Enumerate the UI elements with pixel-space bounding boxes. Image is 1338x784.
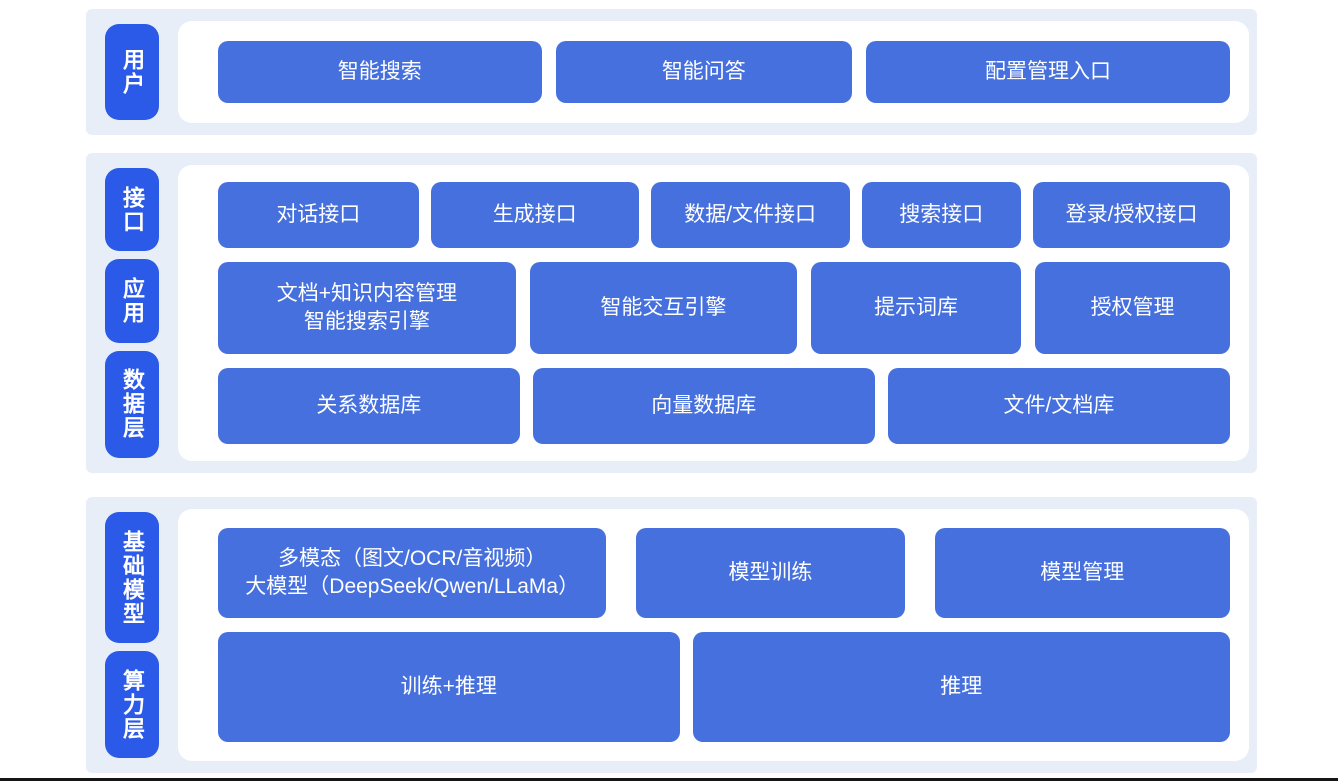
layer-label: 用户 — [105, 24, 159, 120]
layer-row: 智能搜索智能问答配置管理入口 — [218, 41, 1230, 103]
layer-label-column: 基础模型算力层 — [86, 497, 178, 773]
arch-box: 模型管理 — [934, 528, 1230, 618]
arch-box: 智能交互引擎 — [529, 262, 798, 354]
arch-box: 模型训练 — [636, 528, 905, 618]
layer-row: 对话接口生成接口数据/文件接口搜索接口登录/授权接口 — [218, 182, 1230, 248]
layer-row: 关系数据库向量数据库文件/文档库 — [218, 368, 1231, 444]
section-user-band: 用户智能搜索智能问答配置管理入口 — [86, 9, 1257, 135]
layer-row: 多模态（图文/OCR/音视频） 大模型（DeepSeek/Qwen/LLaMa）… — [218, 528, 1230, 618]
arch-box: 智能搜索 — [218, 41, 542, 103]
layer-panel: 对话接口生成接口数据/文件接口搜索接口登录/授权接口文档+知识内容管理 智能搜索… — [178, 165, 1249, 461]
layer-panel: 智能搜索智能问答配置管理入口 — [178, 21, 1249, 123]
layer-label: 接口 — [105, 168, 159, 252]
layer-label-column: 用户 — [86, 9, 178, 135]
arch-box: 向量数据库 — [532, 368, 875, 444]
arch-box: 训练+推理 — [218, 632, 680, 742]
section-middle-band: 接口应用数据层对话接口生成接口数据/文件接口搜索接口登录/授权接口文档+知识内容… — [86, 153, 1257, 473]
arch-box: 登录/授权接口 — [1033, 182, 1230, 248]
arch-box: 配置管理入口 — [866, 41, 1230, 103]
layer-row: 文档+知识内容管理 智能搜索引擎智能交互引擎提示词库授权管理 — [218, 262, 1230, 354]
layer-label-column: 接口应用数据层 — [86, 153, 178, 473]
arch-box: 搜索接口 — [861, 182, 1022, 248]
layer-panel: 多模态（图文/OCR/音视频） 大模型（DeepSeek/Qwen/LLaMa）… — [178, 509, 1249, 761]
arch-box: 智能问答 — [555, 41, 853, 103]
arch-box: 授权管理 — [1035, 262, 1230, 354]
layer-row: 训练+推理推理 — [218, 632, 1230, 742]
arch-box: 生成接口 — [430, 182, 639, 248]
section-foundation-band: 基础模型算力层多模态（图文/OCR/音视频） 大模型（DeepSeek/Qwen… — [86, 497, 1257, 773]
bottom-divider — [0, 778, 1338, 781]
layer-label: 基础模型 — [105, 512, 159, 643]
layer-label: 数据层 — [105, 350, 159, 458]
arch-box: 多模态（图文/OCR/音视频） 大模型（DeepSeek/Qwen/LLaMa） — [218, 528, 607, 618]
arch-box: 数据/文件接口 — [650, 182, 850, 248]
arch-box: 提示词库 — [811, 262, 1022, 354]
arch-box: 文档+知识内容管理 智能搜索引擎 — [218, 262, 516, 354]
arch-box: 关系数据库 — [218, 368, 520, 444]
layer-label: 算力层 — [105, 651, 159, 758]
arch-box: 推理 — [692, 632, 1230, 742]
arch-box: 文件/文档库 — [887, 368, 1231, 444]
layer-label: 应用 — [105, 259, 159, 343]
arch-box: 对话接口 — [218, 182, 419, 248]
